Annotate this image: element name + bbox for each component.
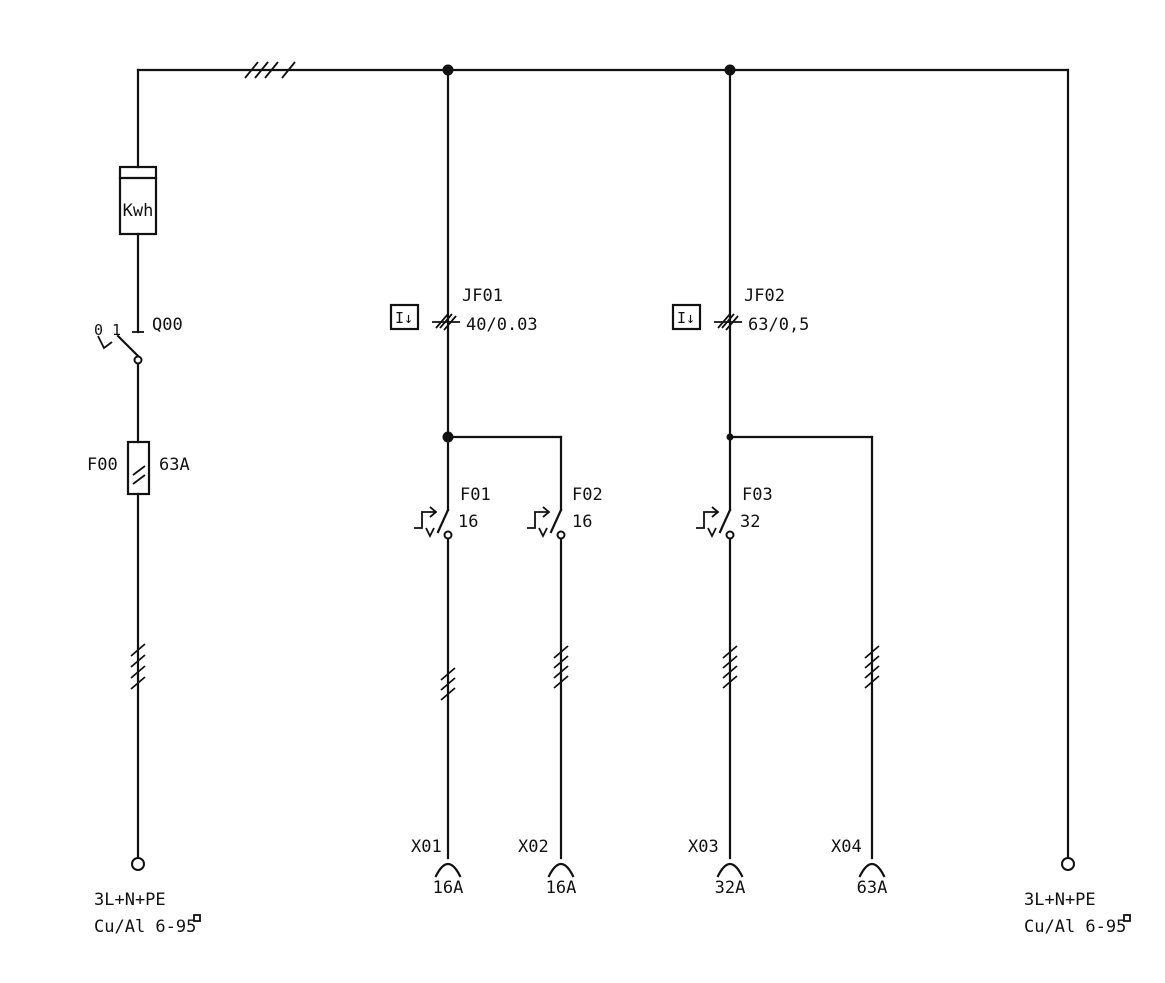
rcd-1-symbol-icon: I↓ bbox=[395, 309, 413, 327]
feed-left-cable: Cu/Al 6-95 bbox=[94, 917, 196, 937]
feed-terminal-left bbox=[131, 857, 145, 871]
feed-right-cable: Cu/Al 6-95 bbox=[1024, 917, 1126, 937]
outlet-x03-rating: 32A bbox=[715, 878, 746, 898]
outlet-x03: X03 32A bbox=[688, 837, 745, 898]
switch-id: Q00 bbox=[152, 315, 183, 335]
square-mm-icon bbox=[193, 914, 201, 922]
outlet-x02-rating: 16A bbox=[546, 878, 577, 898]
outlet-x02: X02 16A bbox=[518, 837, 576, 898]
outlet-x04-id: X04 bbox=[831, 837, 862, 857]
socket-icon bbox=[858, 862, 886, 878]
rcd-2-symbol-icon: I↓ bbox=[677, 309, 695, 327]
incoming-feeder: Kwh 0 1 Q00 F00 63A 3L+N+PE Cu/Al 6-95 bbox=[87, 68, 201, 937]
rcd-2-rating: 63/0,5 bbox=[748, 315, 809, 335]
main-busbar bbox=[136, 61, 1070, 79]
socket-icon bbox=[547, 862, 575, 878]
outlet-x04-rating: 63A bbox=[857, 878, 888, 898]
main-fuse: F00 63A bbox=[87, 440, 190, 496]
outgoing-feeder: 3L+N+PE Cu/Al 6-95 bbox=[1024, 68, 1131, 937]
outlet-x04: X04 63A bbox=[831, 837, 887, 898]
outlet-x01-id: X01 bbox=[411, 837, 442, 857]
breaker-f02-id: F02 bbox=[572, 485, 603, 505]
feed-left-type: 3L+N+PE bbox=[94, 890, 166, 910]
rcd-1-id: JF01 bbox=[462, 286, 503, 306]
branch-rcd-1: I↓ JF01 40/0.03 F01 16 bbox=[389, 68, 603, 860]
feed-terminal-right bbox=[1061, 857, 1075, 871]
socket-icon bbox=[434, 862, 462, 878]
outlet-x03-id: X03 bbox=[688, 837, 719, 857]
breaker-f02: F02 16 bbox=[527, 485, 603, 540]
fuse-rating: 63A bbox=[159, 455, 190, 475]
breaker-f03-rating: 32 bbox=[740, 512, 760, 532]
fuse-id: F00 bbox=[87, 455, 118, 475]
rcd-2: I↓ JF02 63/0,5 bbox=[671, 286, 809, 335]
breaker-f03-id: F03 bbox=[742, 485, 773, 505]
outlet-x01-rating: 16A bbox=[433, 878, 464, 898]
feed-right-type: 3L+N+PE bbox=[1024, 890, 1096, 910]
breaker-f01-rating: 16 bbox=[458, 512, 478, 532]
meter-label: Kwh bbox=[123, 201, 154, 221]
rcd-1-rating: 40/0.03 bbox=[466, 315, 538, 335]
socket-icon bbox=[716, 862, 744, 878]
rcd-1: I↓ JF01 40/0.03 bbox=[389, 286, 538, 335]
energy-meter: Kwh bbox=[118, 165, 158, 236]
rcd-2-id: JF02 bbox=[744, 286, 785, 306]
breaker-f01: F01 16 bbox=[414, 485, 491, 540]
breaker-f01-id: F01 bbox=[460, 485, 491, 505]
branch-rcd-2: I↓ JF02 63/0,5 F03 32 bbox=[671, 68, 880, 860]
outlet-x01: X01 16A bbox=[411, 837, 463, 898]
switch-positions: 0 1 bbox=[94, 321, 121, 339]
breaker-f03: F03 32 bbox=[696, 485, 773, 540]
breaker-f02-rating: 16 bbox=[572, 512, 592, 532]
outlet-x02-id: X02 bbox=[518, 837, 549, 857]
square-mm-icon bbox=[1123, 914, 1131, 922]
